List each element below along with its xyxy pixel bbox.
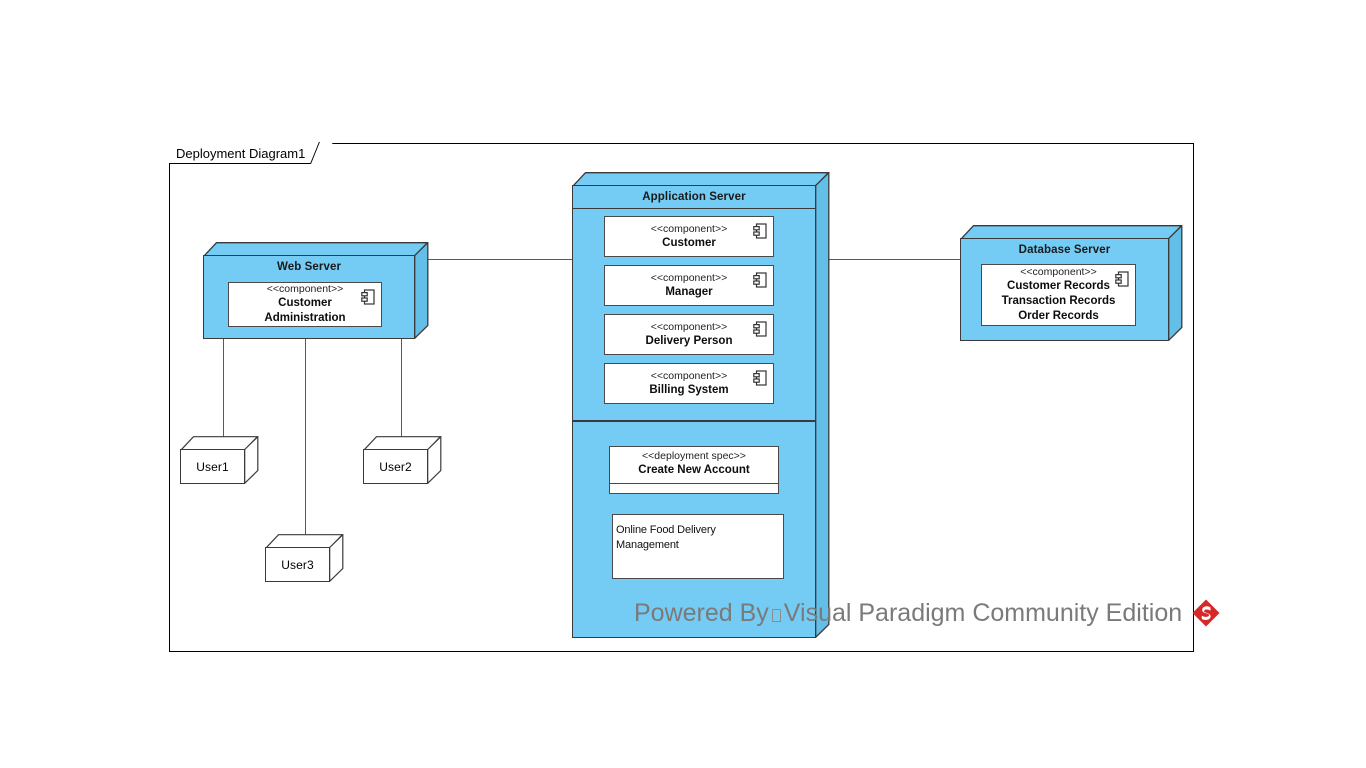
compartment-divider-top <box>573 208 815 210</box>
node-user2[interactable]: User2 <box>363 436 442 484</box>
connector-app-to-db <box>820 258 961 261</box>
component-stereotype: <<component>> <box>650 320 728 333</box>
component-delivery-person[interactable]: <<component>> Delivery Person <box>604 314 774 356</box>
node-side-bevel <box>427 436 442 484</box>
component-name-line1: Customer <box>278 297 332 310</box>
component-name-line2: Transaction Records <box>1001 295 1116 308</box>
note-text: Online Food Delivery Management <box>616 523 716 551</box>
deployment-spec-stereotype: <<deployment spec>> <box>642 449 746 462</box>
deployment-spec-head: <<deployment spec>> Create New Account <box>610 447 778 484</box>
node-database-server[interactable]: Database Server <<component>> Customer R… <box>960 225 1183 341</box>
deployment-spec-body <box>610 484 778 493</box>
component-customer-administration[interactable]: <<component>> Customer Administration <box>228 282 382 327</box>
node-application-server[interactable]: Application Server <<component>> Custome… <box>572 172 830 638</box>
component-name: Delivery Person <box>645 334 733 347</box>
component-icon <box>753 370 767 386</box>
node-face: Web Server <<component>> Customer Admini… <box>203 255 415 339</box>
component-customer[interactable]: <<component>> Customer <box>604 216 774 258</box>
component-icon <box>753 272 767 288</box>
connector-web-to-user1 <box>222 338 225 438</box>
node-face: Database Server <<component>> Customer R… <box>960 238 1169 341</box>
component-billing-system[interactable]: <<component>> Billing System <box>604 363 774 405</box>
visual-paradigm-logo-icon <box>1191 598 1221 628</box>
connector-web-to-app <box>421 258 573 261</box>
deployment-spec-name: Create New Account <box>638 464 750 477</box>
application-server-title: Application Server <box>642 191 746 203</box>
node-face: User3 <box>265 547 330 582</box>
component-stereotype: <<component>> <box>650 222 728 235</box>
user2-label: User2 <box>379 459 412 474</box>
node-top-bevel <box>960 225 1182 240</box>
web-server-body: <<component>> Customer Administration <box>204 278 414 338</box>
node-user1[interactable]: User1 <box>180 436 259 484</box>
diagram-frame-label: Deployment Diagram1 <box>169 143 325 164</box>
component-stereotype: <<component>> <box>266 283 344 295</box>
component-icon <box>361 289 375 305</box>
component-icon <box>753 321 767 337</box>
component-stereotype: <<component>> <box>650 271 728 284</box>
component-manager[interactable]: <<component>> Manager <box>604 265 774 307</box>
component-database-records[interactable]: <<component>> Customer Records Transacti… <box>981 264 1136 326</box>
node-top-bevel <box>203 242 428 257</box>
node-side-bevel <box>815 172 830 638</box>
web-server-title: Web Server <box>276 261 342 273</box>
node-side-bevel <box>1168 225 1183 341</box>
user3-label: User3 <box>281 557 314 572</box>
application-server-components: <<component>> Customer <<component>> Man… <box>573 209 815 420</box>
user1-label: User1 <box>196 459 229 474</box>
component-name-line2: Administration <box>264 312 346 325</box>
node-face: User1 <box>180 449 245 484</box>
database-server-body: <<component>> Customer Records Transacti… <box>961 261 1168 340</box>
node-user3[interactable]: User3 <box>265 534 344 582</box>
component-name: Billing System <box>649 383 729 396</box>
node-web-server[interactable]: Web Server <<component>> Customer Admini… <box>203 242 429 339</box>
connector-web-to-user2 <box>400 338 403 438</box>
node-top-bevel <box>572 172 829 187</box>
note-online-food-delivery-management[interactable]: Online Food Delivery Management <box>612 513 784 579</box>
node-side-bevel <box>414 242 429 339</box>
deployment-spec-create-new-account[interactable]: <<deployment spec>> Create New Account <box>609 445 779 494</box>
component-stereotype: <<component>> <box>1020 266 1097 279</box>
component-name-line1: Customer Records <box>1007 280 1110 293</box>
node-side-bevel <box>244 436 259 484</box>
node-face: User2 <box>363 449 428 484</box>
compartment-divider-middle <box>573 420 815 422</box>
component-stereotype: <<component>> <box>650 369 728 382</box>
application-server-artifacts: <<deployment spec>> Create New Account O… <box>573 422 815 637</box>
node-face: Application Server <<component>> Custome… <box>572 185 816 638</box>
database-server-title: Database Server <box>1018 244 1111 256</box>
component-name: Customer <box>662 236 716 249</box>
connector-web-to-user3 <box>304 338 307 536</box>
component-name: Manager <box>665 285 713 298</box>
component-name-line3: Order Records <box>1018 310 1099 323</box>
component-icon <box>1115 271 1129 287</box>
component-icon <box>753 223 767 239</box>
node-side-bevel <box>329 534 344 582</box>
